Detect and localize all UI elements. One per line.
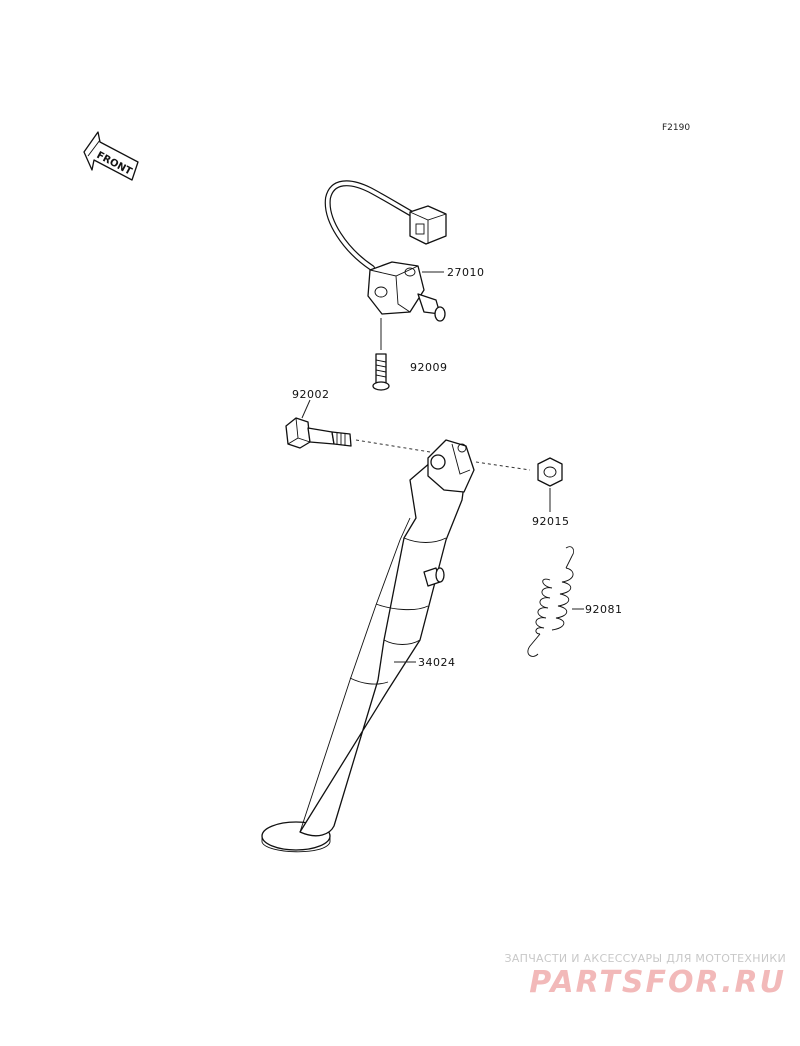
side-stand	[261, 439, 475, 853]
side-stand-switch	[324, 180, 447, 322]
watermark: ЗАПЧАСТИ И АКСЕССУАРЫ ДЛЯ МОТОТЕХНИКИ PA…	[504, 952, 786, 1000]
spring	[527, 546, 584, 657]
part-label-92081: 92081	[585, 603, 623, 616]
part-label-27010: 27010	[447, 266, 485, 279]
nut	[475, 457, 563, 512]
part-label-92015: 92015	[532, 515, 570, 528]
part-label-92002: 92002	[292, 388, 330, 401]
watermark-brand: PARTSFOR.RU	[529, 965, 786, 1000]
watermark-tagline: ЗАПЧАСТИ И АКСЕССУАРЫ ДЛЯ МОТОТЕХНИКИ	[504, 952, 786, 965]
part-label-34024: 34024	[418, 656, 456, 669]
pivot-bolt	[285, 399, 431, 453]
figure-code: F2190	[662, 123, 690, 133]
part-label-92009: 92009	[410, 361, 448, 374]
switch-bolt	[372, 318, 390, 391]
front-arrow-icon: FRONT	[83, 131, 139, 181]
